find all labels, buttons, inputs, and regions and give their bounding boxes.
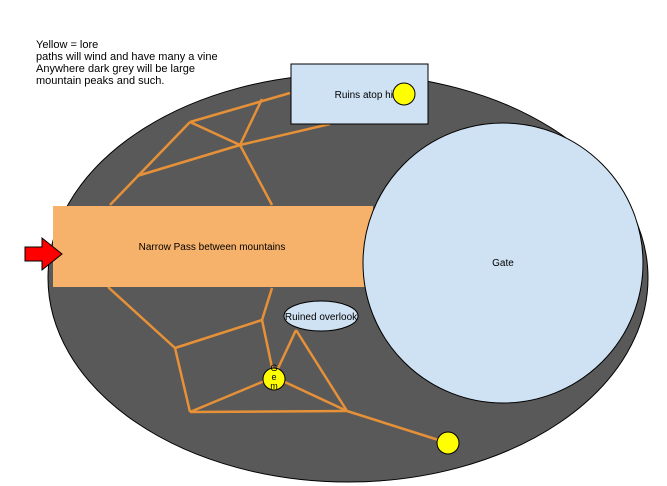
- path-segment: [239, 122, 331, 147]
- path-segment: [260, 287, 274, 321]
- overlook-label: Ruined overlook: [285, 312, 358, 323]
- narrow-pass: [53, 206, 373, 287]
- path-segment: [238, 144, 274, 206]
- entry-arrow-icon: [24, 236, 63, 272]
- overlook-area: [283, 300, 359, 332]
- path-segment: [238, 98, 264, 146]
- lore-marker: [392, 82, 416, 106]
- path-segment: [107, 286, 176, 349]
- legend-note-line: mountain peaks and such.: [36, 75, 165, 87]
- path-segment: [189, 409, 348, 414]
- legend-note-line: paths will wind and have many a vine: [36, 51, 218, 63]
- path-segment: [189, 375, 275, 414]
- path-segment: [273, 375, 348, 413]
- path-segment: [174, 318, 263, 350]
- path-segment: [189, 120, 241, 147]
- path-segment: [294, 329, 349, 412]
- path-segment: [109, 121, 191, 206]
- legend-note-line: Anywhere dark grey will be large: [36, 63, 195, 75]
- path-segment: [136, 143, 241, 178]
- path-segment: [173, 347, 192, 413]
- pass-label: Narrow Pass between mountains: [139, 242, 286, 253]
- lore-marker: [436, 431, 460, 455]
- lore-marker: [262, 367, 286, 391]
- path-segment: [189, 91, 291, 124]
- ruins-label: Ruins atop hill: [335, 90, 398, 101]
- legend-note-line: Yellow = lore: [36, 39, 99, 51]
- gate-area: [362, 122, 644, 404]
- path-segment: [260, 319, 276, 378]
- gate-label: Gate: [492, 258, 514, 269]
- legend-notes: Yellow = lore paths will wind and have m…: [36, 39, 218, 87]
- path-segment: [346, 409, 449, 445]
- upper-paths: [109, 91, 331, 206]
